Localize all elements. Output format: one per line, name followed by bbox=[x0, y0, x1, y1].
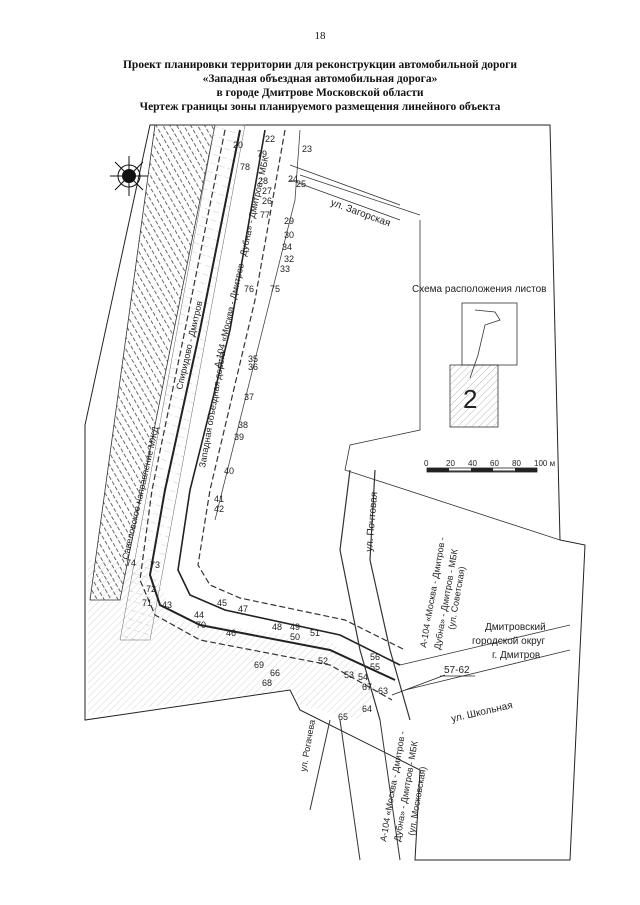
district-line-3: г. Дмитров bbox=[492, 650, 540, 661]
boundary-point-71: 71 bbox=[142, 598, 152, 608]
street-pochtovaya-label: ул. Почтовая bbox=[364, 491, 380, 552]
boundary-point-28: 28 bbox=[258, 176, 268, 186]
boundary-point-27: 27 bbox=[262, 186, 272, 196]
road-right-edge bbox=[214, 129, 301, 521]
boundary-point-35: 35 bbox=[248, 354, 258, 364]
boundary-point-41: 41 bbox=[214, 494, 224, 504]
boundary-point-38: 38 bbox=[238, 420, 248, 430]
scale-tick-label: 100 м bbox=[534, 459, 555, 468]
boundary-point-33: 33 bbox=[280, 264, 290, 274]
boundary-point-47: 47 bbox=[238, 604, 248, 614]
left-territory bbox=[88, 560, 380, 720]
boundary-point-50: 50 bbox=[290, 632, 300, 642]
boundary-point-70: 70 bbox=[196, 620, 206, 630]
boundary-point-68: 68 bbox=[262, 678, 272, 688]
title-line-4: Чертеж границы зоны планируемого размеще… bbox=[139, 101, 501, 113]
boundary-point-76: 76 bbox=[244, 284, 254, 294]
title-line-2: «Западная объездная автомобильная дорога… bbox=[202, 73, 438, 85]
boundary-point-75: 75 bbox=[270, 284, 280, 294]
point-range-label: 57-62 bbox=[444, 665, 470, 676]
district-line-2: городской округ bbox=[472, 636, 546, 647]
boundary-point-48: 48 bbox=[272, 622, 282, 632]
road-shkolnaya-2 bbox=[404, 649, 571, 691]
boundary-point-24: 24 bbox=[288, 174, 298, 184]
boundary-point-78: 78 bbox=[240, 162, 250, 172]
street-zagorskaya-line-2 bbox=[289, 179, 401, 221]
boundary-point-26: 26 bbox=[262, 196, 272, 206]
boundary-point-29: 29 bbox=[284, 216, 294, 226]
boundary-point-25: 25 bbox=[296, 179, 306, 189]
boundary-point-73: 73 bbox=[150, 560, 160, 570]
zone-boundary-left bbox=[139, 129, 393, 701]
plot-boundary-top-right bbox=[344, 220, 561, 541]
compass-icon bbox=[110, 156, 148, 196]
scale-tick-label: 20 bbox=[446, 459, 455, 468]
boundary-point-65: 65 bbox=[338, 712, 348, 722]
street-rogacheva-label: ул. Рогачева bbox=[298, 719, 317, 772]
boundary-point-53: 53 bbox=[344, 670, 354, 680]
boundary-point-46: 46 bbox=[226, 628, 236, 638]
boundary-point-37: 37 bbox=[244, 392, 254, 402]
road-moskovskaya bbox=[339, 719, 361, 861]
boundary-point-39: 39 bbox=[234, 432, 244, 442]
boundary-point-77: 77 bbox=[260, 210, 270, 220]
road-rogacheva-arrow bbox=[309, 719, 331, 811]
sheet-layout-inset: 2 bbox=[449, 302, 518, 428]
boundary-point-56: 56 bbox=[370, 652, 380, 662]
sheet-number: 2 bbox=[463, 384, 477, 414]
boundary-point-23: 23 bbox=[302, 144, 312, 154]
plot-boundary-diagonal bbox=[299, 174, 421, 216]
road-corridor-outer bbox=[148, 129, 396, 681]
boundary-point-64: 64 bbox=[362, 704, 372, 714]
road-shkolnaya bbox=[399, 624, 571, 666]
scale-bar-ticks: 0 20 40 60 80 100 м bbox=[424, 459, 555, 468]
scale-tick-label: 80 bbox=[512, 459, 521, 468]
road-corridor-inner bbox=[177, 129, 401, 666]
boundary-point-43: 43 bbox=[162, 600, 172, 610]
road-sovetskaya bbox=[339, 469, 381, 721]
boundary-point-63: 63 bbox=[378, 686, 388, 696]
boundary-point-52: 52 bbox=[318, 656, 328, 666]
boundary-point-49: 49 bbox=[290, 622, 300, 632]
boundary-point-42: 42 bbox=[214, 504, 224, 514]
boundary-point-45: 45 bbox=[217, 598, 227, 608]
boundary-point-69: 69 bbox=[254, 660, 264, 670]
boundary-point-32: 32 bbox=[284, 254, 294, 264]
boundary-point-20: 20 bbox=[233, 140, 243, 150]
boundary-point-40: 40 bbox=[224, 466, 234, 476]
page-number: 18 bbox=[314, 30, 326, 42]
road-sovetskaya-2 bbox=[369, 469, 411, 721]
boundary-point-22: 22 bbox=[265, 134, 275, 144]
district-line-1: Дмитровский bbox=[485, 622, 546, 633]
boundary-point-34: 34 bbox=[282, 242, 292, 252]
boundary-point-44: 44 bbox=[194, 610, 204, 620]
inset-title: Схема расположения листов bbox=[412, 284, 546, 295]
boundary-point-74: 74 bbox=[126, 558, 136, 568]
boundary-point-54: 54 bbox=[358, 672, 368, 682]
boundary-point-79: 79 bbox=[257, 149, 267, 159]
boundary-point-72: 72 bbox=[146, 584, 156, 594]
boundary-point-67: 67 bbox=[362, 682, 372, 692]
boundary-point-36: 36 bbox=[248, 362, 258, 372]
boundary-point-55: 55 bbox=[370, 662, 380, 672]
zone-boundary-right bbox=[197, 129, 406, 651]
boundary-point-30: 30 bbox=[284, 230, 294, 240]
map-title: Проект планировки территории для реконст… bbox=[60, 58, 580, 114]
boundary-point-66: 66 bbox=[270, 668, 280, 678]
road-moskovskaya-2 bbox=[379, 719, 401, 861]
scale-bar bbox=[426, 467, 538, 473]
boundary-point-51: 51 bbox=[310, 628, 320, 638]
scale-tick-label: 60 bbox=[490, 459, 499, 468]
title-line-1: Проект планировки территории для реконст… bbox=[122, 59, 518, 71]
street-zagorskaya-line-1 bbox=[289, 164, 401, 206]
sheet-2-cell bbox=[449, 364, 499, 428]
title-line-3: в городе Дмитрове Московской области bbox=[216, 87, 424, 99]
leader-line-57-62 bbox=[391, 674, 446, 696]
scale-tick-label: 0 bbox=[424, 459, 429, 468]
scale-tick-label: 40 bbox=[468, 459, 477, 468]
